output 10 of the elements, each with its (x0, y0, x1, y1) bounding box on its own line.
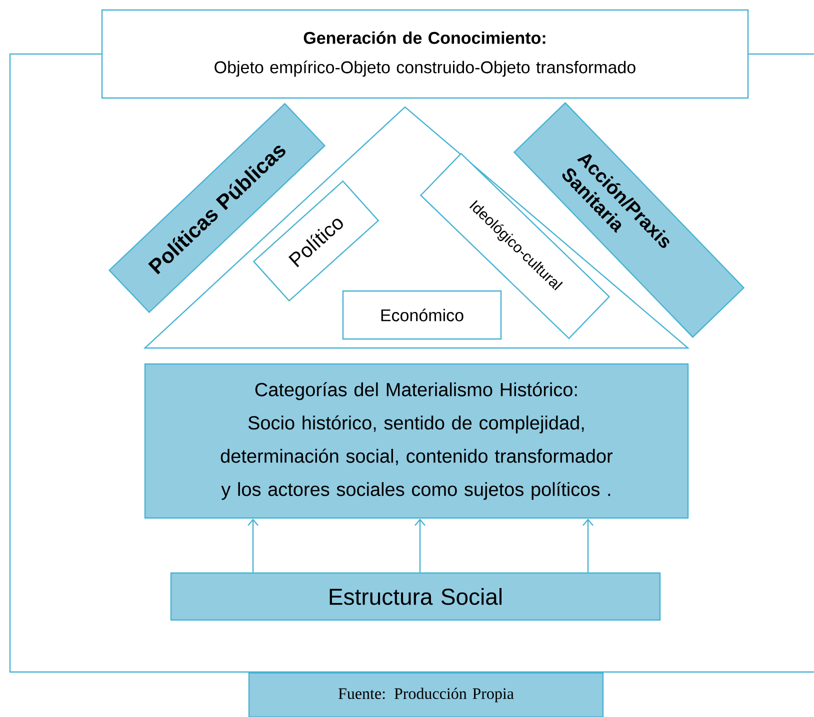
arrow (582, 518, 594, 572)
arrow (414, 518, 426, 572)
process-box: Estructura Social (170, 572, 661, 621)
heading-box: Generación de Conocimiento: Objeto empírico-Objeto construido-Objeto transformado (101, 9, 749, 99)
feedback-line (748, 53, 814, 55)
feedback-line (9, 53, 814, 673)
arrow (248, 518, 258, 572)
caption-box: Fuente: Producción Propia (248, 672, 604, 717)
category-box: Económico (342, 290, 502, 340)
process-box: Categorías del Materialismo Histórico: Socio histórico, sentido de complejidad, determinación social, contenido transformador y los actores sociales como sujetos políticos . (144, 363, 689, 519)
